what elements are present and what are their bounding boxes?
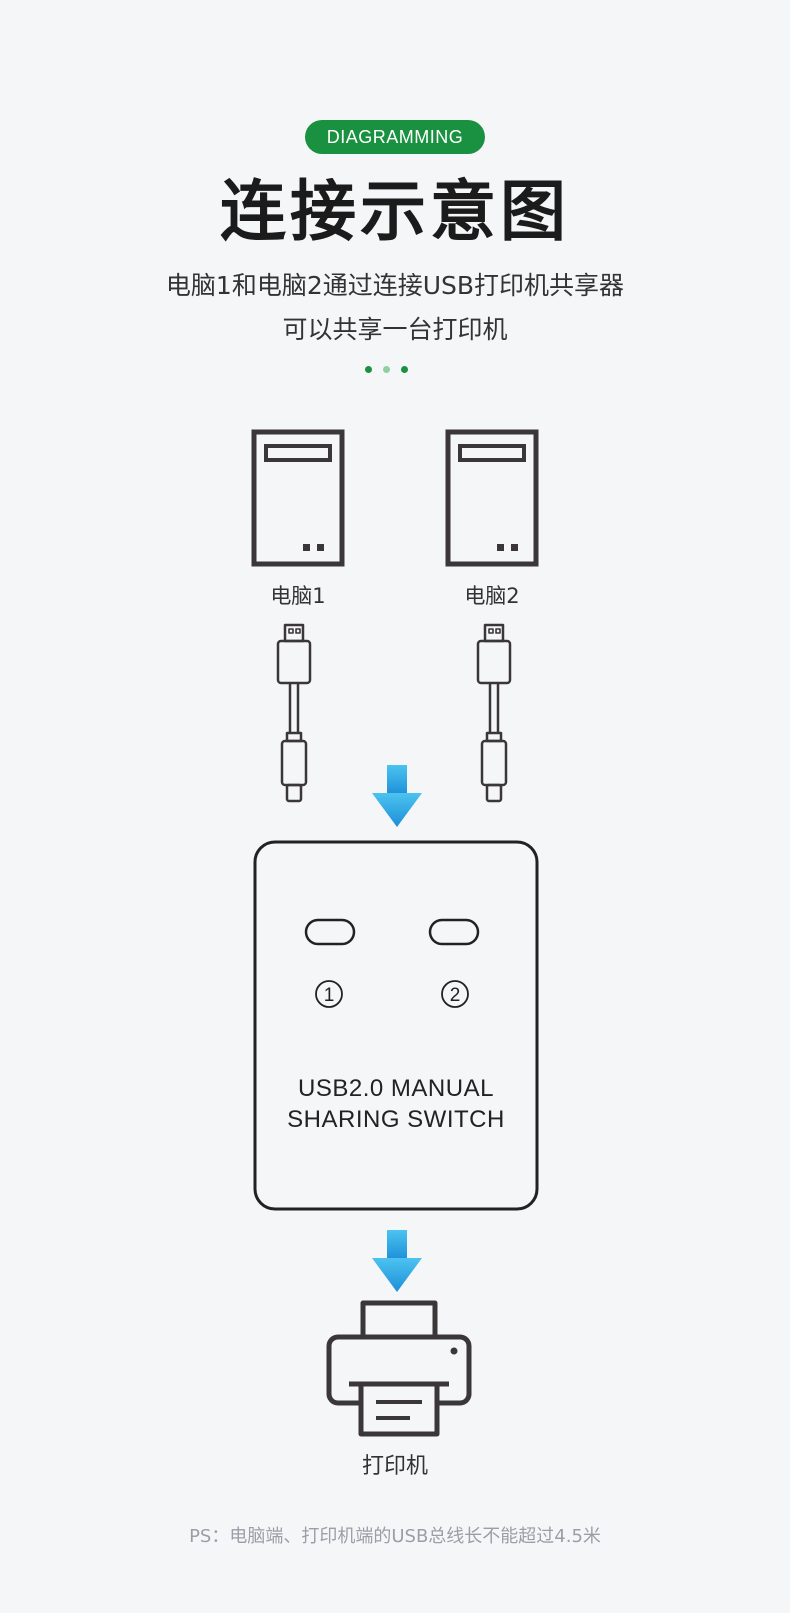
subtitle-line-2: 可以共享一台打印机 [282, 315, 508, 344]
switch-model-line-2: SHARING SWITCH [287, 1106, 505, 1133]
dot [383, 366, 390, 373]
port-number-2-circle [441, 980, 469, 1008]
subtitle-line-1: 电脑1和电脑2通过连接USB打印机共享器 [165, 271, 625, 300]
dot [401, 366, 408, 373]
arrow-down-icon [372, 1230, 422, 1292]
footnote: PS：电脑端、打印机端的USB总线长不能超过4.5米 [189, 1526, 601, 1547]
usb-port-1 [304, 918, 356, 946]
decorative-dots [365, 366, 425, 376]
printer-icon [326, 1300, 472, 1437]
switch-model-line-1: USB2.0 MANUAL [298, 1075, 494, 1102]
page-title: 连接示意图 [220, 173, 570, 250]
computer-1-label: 电脑1 [270, 584, 326, 608]
diagramming-badge: DIAGRAMMING [305, 120, 485, 154]
usb-port-2 [428, 918, 480, 946]
computer-2-label: 电脑2 [464, 584, 520, 608]
arrow-down-icon [372, 765, 422, 827]
port-number-1: 1 [324, 985, 335, 1006]
port-number-1-circle [315, 980, 343, 1008]
port-number-2: 2 [450, 985, 461, 1006]
printer-label: 打印机 [361, 1454, 428, 1479]
computer-1-icon [254, 432, 342, 564]
usb-cable-2-icon [476, 623, 512, 803]
dot [365, 366, 372, 373]
usb-sharing-switch-box: 1 2 [253, 840, 539, 1211]
computer-2-icon [448, 432, 536, 564]
usb-cable-1-icon [276, 623, 312, 803]
